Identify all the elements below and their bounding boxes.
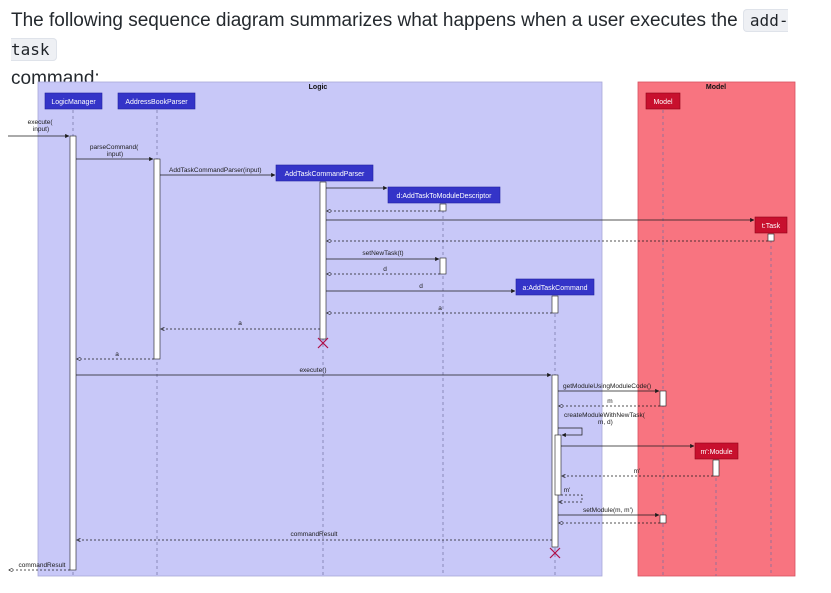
label-create-module: createModuleWithNewTask( m, d) bbox=[564, 412, 647, 426]
label-set-new-task: setNewTask(t) bbox=[362, 250, 403, 257]
label-return-m-prime-2: m' bbox=[564, 487, 571, 494]
svg-text:LogicManager: LogicManager bbox=[51, 99, 96, 106]
label-execute: execute() bbox=[299, 367, 326, 374]
activation-bars bbox=[69, 135, 775, 571]
svg-text:a:AddTaskCommand: a:AddTaskCommand bbox=[523, 285, 588, 292]
participant-task: t:Task bbox=[754, 216, 788, 234]
participant-add-task-command: a:AddTaskCommand bbox=[515, 278, 595, 296]
label-return-m-prime-1: m' bbox=[634, 468, 641, 475]
participant-add-task-command-parser: AddTaskCommandParser bbox=[275, 164, 374, 182]
label-return-d: d bbox=[383, 266, 387, 273]
destroy-marks bbox=[317, 337, 561, 559]
label-create-command-d: d bbox=[419, 283, 423, 290]
intro-paragraph: The following sequence diagram summarize… bbox=[11, 6, 821, 93]
label-parse-command: parseCommand( input) bbox=[90, 144, 140, 158]
participant-logic-manager: LogicManager bbox=[44, 92, 103, 110]
model-group-label: Model bbox=[706, 84, 726, 91]
label-return-a-1: a bbox=[438, 305, 442, 312]
label-set-module: setModule(m, m') bbox=[583, 507, 633, 514]
svg-text:t:Task: t:Task bbox=[762, 223, 781, 230]
model-group bbox=[637, 81, 796, 577]
svg-text:m':Module: m':Module bbox=[700, 449, 732, 456]
logic-group-label: Logic bbox=[309, 84, 328, 91]
label-get-module: getModuleUsingModuleCode() bbox=[563, 383, 651, 390]
participant-address-book-parser: AddressBookParser bbox=[117, 92, 196, 110]
label-execute-input: execute( input) bbox=[28, 119, 55, 133]
svg-text:Model: Model bbox=[653, 99, 673, 106]
intro-text: The following sequence diagram summarize… bbox=[11, 10, 743, 31]
participant-module: m':Module bbox=[694, 442, 739, 460]
participant-add-task-descriptor: d:AddTaskToModuleDescriptor bbox=[387, 186, 501, 204]
label-return-m: m bbox=[607, 398, 612, 405]
label-return-a-3: a bbox=[115, 351, 119, 358]
svg-text:d:AddTaskToModuleDescriptor: d:AddTaskToModuleDescriptor bbox=[397, 193, 493, 200]
svg-text:AddressBookParser: AddressBookParser bbox=[125, 99, 188, 106]
svg-text:AddTaskCommandParser: AddTaskCommandParser bbox=[285, 171, 365, 178]
label-return-a-2: a bbox=[238, 320, 242, 327]
participant-model: Model bbox=[645, 92, 681, 110]
label-command-result-1: commandResult bbox=[291, 531, 338, 538]
label-command-result-2: commandResult bbox=[19, 562, 66, 569]
messages bbox=[8, 133, 768, 570]
label-add-task-parser-call: AddTaskCommandParser(input) bbox=[169, 167, 261, 174]
